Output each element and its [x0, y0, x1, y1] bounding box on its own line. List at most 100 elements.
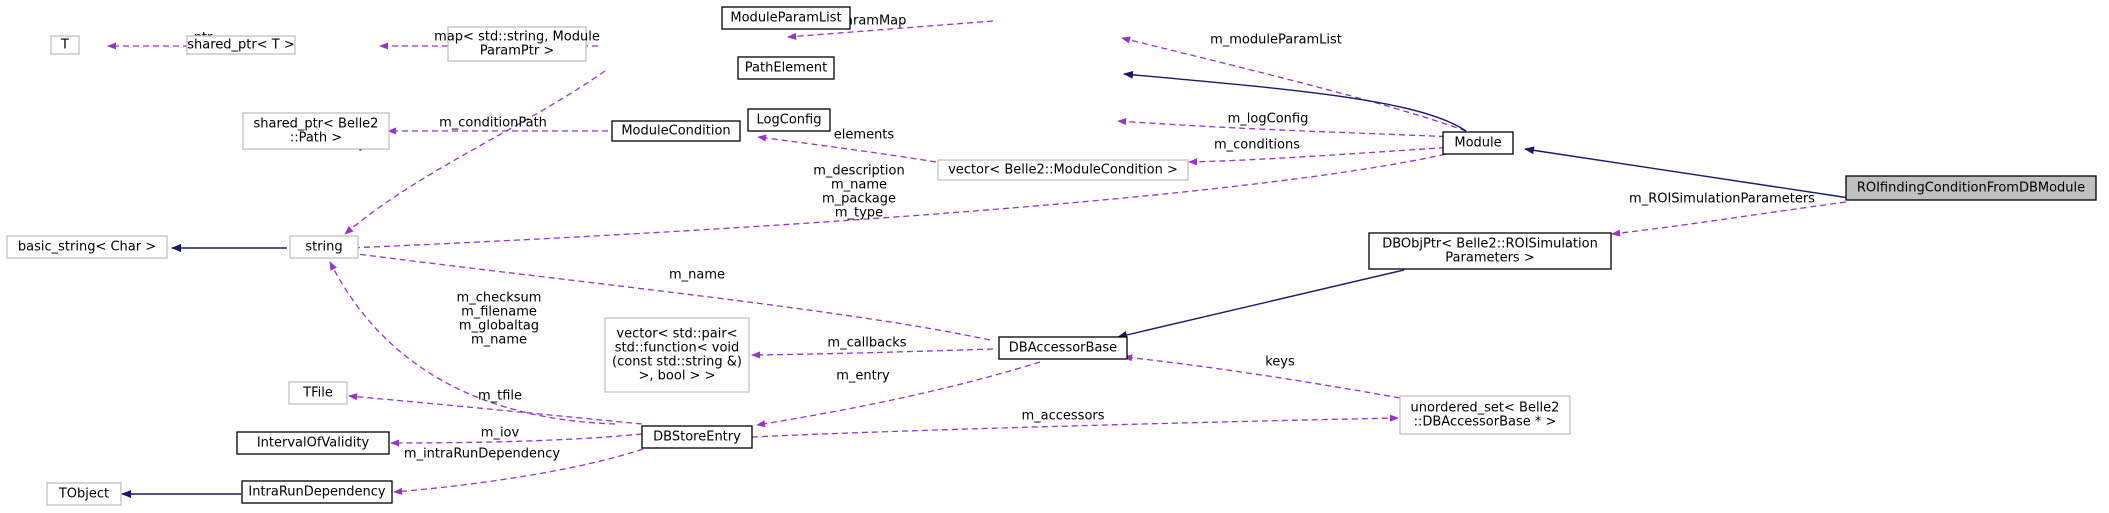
class-node-box — [937, 159, 1189, 181]
class-node-label: TObject — [58, 487, 109, 502]
class-node-label: ModuleCondition — [621, 124, 730, 139]
usage-edge-e19 — [1123, 354, 1401, 399]
class-node-label: shared_ptr< T > — [187, 38, 294, 53]
edge-label-e13: m_package — [822, 192, 896, 207]
class-node-shared-ptr-t[interactable]: shared_ptr< T > — [186, 35, 296, 55]
class-node-box — [641, 425, 753, 449]
edge-label-e7: m_conditions — [1214, 138, 1300, 153]
class-node-box — [721, 6, 851, 30]
edge-label-e13: m_description — [813, 164, 904, 179]
class-node-dbobjptr[interactable]: DBObjPtr< Belle2::ROISimulationParameter… — [1368, 232, 1612, 270]
class-node-label: DBStoreEntry — [653, 430, 741, 445]
edge-label-e23: m_iov — [481, 426, 520, 441]
edge-label-e21: m_accessors — [1021, 409, 1104, 424]
edge-label-e20: m_entry — [836, 369, 890, 384]
usage-edge-e13 — [347, 151, 1456, 252]
class-node-label: Parameters > — [1445, 251, 1534, 266]
class-node-dbstoreentry[interactable]: DBStoreEntry — [641, 425, 753, 449]
edge-label-e18: m_callbacks — [827, 336, 906, 351]
class-node-tobject[interactable]: TObject — [46, 482, 122, 506]
usage-edge-e7 — [1188, 146, 1456, 166]
edge-label-e16: m_filename — [461, 305, 537, 320]
class-node-string[interactable]: string — [289, 235, 359, 259]
class-node-label: basic_string< Char > — [18, 240, 156, 255]
class-node-t[interactable]: T — [50, 35, 80, 55]
edge-label-e10: m_conditionPath — [439, 116, 547, 131]
usage-edge-e12 — [344, 70, 606, 235]
class-node-label: >, bool > > — [639, 369, 716, 384]
edge-label-e13: m_name — [831, 178, 887, 193]
class-node-roifinding[interactable]: ROIfindingConditionFromDBModule — [1845, 175, 2097, 201]
class-node-intervalofvalidity[interactable]: IntervalOfValidity — [236, 431, 390, 455]
class-node-label: ::Path > — [290, 131, 342, 146]
usage-edge-e20 — [756, 361, 1041, 428]
class-node-intrarundependency[interactable]: IntraRunDependency — [241, 480, 393, 504]
class-node-box — [186, 35, 296, 55]
edge-label-e24: m_intraRunDependency — [404, 447, 560, 462]
usage-edge-e4 — [1121, 36, 1467, 132]
edge-label-e9: m_ROISimulationParameters — [1629, 192, 1815, 207]
class-node-box — [6, 235, 168, 259]
usage-edge-e22 — [348, 393, 643, 425]
edge-label-e6: m_logConfig — [1228, 112, 1309, 127]
edge-label-e15: m_name — [669, 268, 725, 283]
class-node-label: string — [305, 240, 342, 255]
class-node-unordered-set[interactable]: unordered_set< Belle2::DBAccessorBase * … — [1399, 395, 1571, 435]
class-node-vector-pair[interactable]: vector< std::pair<std::function< void(co… — [604, 317, 750, 393]
usage-edge-e23 — [390, 433, 643, 447]
class-node-label: DBAccessorBase — [1009, 341, 1117, 356]
class-node-shared-ptr-path[interactable]: shared_ptr< Belle2::Path > — [242, 112, 390, 150]
class-node-label: DBObjPtr< Belle2::ROISimulation — [1382, 237, 1598, 252]
class-node-modulecondition[interactable]: ModuleCondition — [611, 120, 741, 142]
class-node-tfile[interactable]: TFile — [288, 381, 348, 405]
class-node-pathelement[interactable]: PathElement — [737, 56, 835, 80]
class-node-box — [1399, 395, 1571, 435]
class-node-label: ModuleParamList — [730, 11, 841, 26]
class-node-box — [1845, 175, 2097, 201]
class-node-label: PathElement — [745, 61, 827, 76]
edge-label-e11: elements — [834, 128, 895, 143]
class-node-box — [447, 26, 587, 62]
edge-label-e13: m_type — [835, 206, 883, 221]
class-node-box — [1442, 131, 1514, 155]
usage-edge-e18 — [751, 348, 994, 359]
usage-edge-e11 — [757, 134, 937, 163]
class-node-label: TFile — [302, 386, 333, 401]
class-node-label: IntervalOfValidity — [257, 436, 370, 451]
class-node-vector-modulecondition[interactable]: vector< Belle2::ModuleCondition > — [937, 159, 1189, 181]
class-node-label: LogConfig — [757, 113, 822, 128]
inheritance-edge-e8 — [1524, 146, 1857, 200]
class-node-label: ParamPtr > — [480, 44, 555, 59]
class-node-dbaccessorbase[interactable]: DBAccessorBase — [998, 336, 1128, 360]
class-node-label: unordered_set< Belle2 — [1411, 401, 1560, 416]
class-node-label: ::DBAccessorBase * > — [1414, 415, 1557, 430]
usage-edge-e6 — [1117, 117, 1456, 138]
edge-label-e22: m_tfile — [478, 389, 522, 404]
class-node-label: Module — [1454, 136, 1501, 151]
edge-label-e16: m_globaltag — [459, 319, 539, 334]
edge-label-e19: keys — [1265, 355, 1295, 370]
usage-edge-e21 — [751, 414, 1399, 438]
usage-edge-e16 — [329, 261, 616, 425]
class-node-box — [50, 35, 80, 55]
edge-label-e16: m_checksum — [457, 291, 542, 306]
class-node-moduleparamlist[interactable]: ModuleParamList — [721, 6, 851, 30]
class-node-box — [737, 56, 835, 80]
class-node-label: (const std::string &) — [612, 355, 742, 370]
class-node-box — [46, 482, 122, 506]
class-node-label: ROIfindingConditionFromDBModule — [1857, 181, 2085, 196]
class-node-box — [288, 381, 348, 405]
class-node-basic-string[interactable]: basic_string< Char > — [6, 235, 168, 259]
edge-label-e16: m_name — [471, 333, 527, 348]
class-node-label: IntraRunDependency — [248, 485, 386, 500]
class-node-module[interactable]: Module — [1442, 131, 1514, 155]
usage-edge-e24 — [393, 448, 644, 495]
class-node-label: T — [60, 38, 69, 53]
class-node-logconfig[interactable]: LogConfig — [747, 108, 831, 132]
usage-edge-e15 — [348, 250, 991, 341]
class-node-label: std::function< void — [615, 341, 740, 356]
class-node-box — [604, 317, 750, 393]
